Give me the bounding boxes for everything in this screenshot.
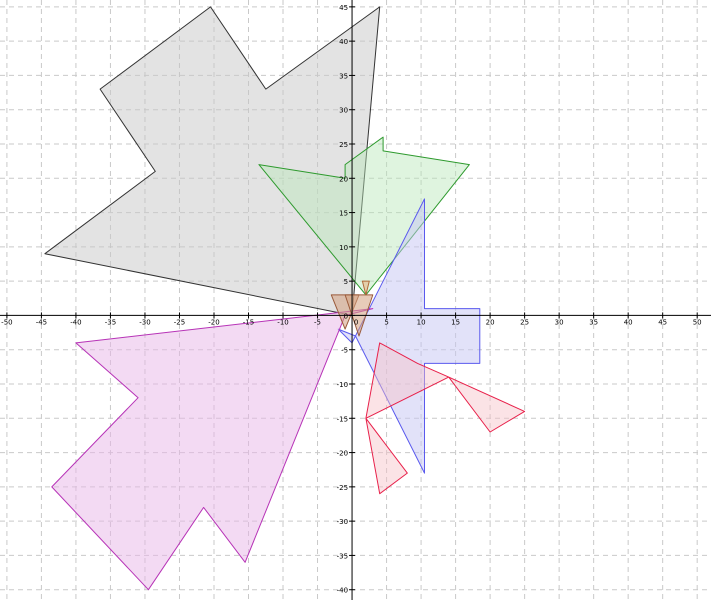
- y-tick-label: -25: [337, 484, 348, 492]
- x-tick-label: -30: [139, 318, 150, 326]
- x-tick-label: 30: [555, 318, 564, 326]
- y-tick-label: 25: [339, 141, 348, 149]
- polygon-blue-shape: [337, 198, 481, 474]
- y-tick-label: -30: [337, 518, 348, 526]
- y-tick-label: 15: [339, 210, 348, 218]
- x-tick-label: 35: [589, 318, 598, 326]
- polygon-gray-star: [44, 6, 381, 316]
- x-tick-label: -10: [277, 318, 288, 326]
- x-tick-label: -50: [1, 318, 12, 326]
- y-tick-label: 40: [339, 38, 348, 46]
- y-tick-label: -20: [337, 450, 348, 458]
- x-tick-label: -35: [105, 318, 116, 326]
- y-tick-label: 45: [339, 4, 348, 12]
- y-tick-label: -40: [337, 587, 348, 595]
- polygon-orange-marker: [361, 280, 370, 296]
- y-tick-label: 35: [339, 72, 348, 80]
- x-tick-label: -25: [174, 318, 185, 326]
- x-tick-label: -40: [70, 318, 81, 326]
- x-tick-label: -15: [243, 318, 254, 326]
- x-tick-label: 45: [658, 318, 667, 326]
- x-tick-label: -45: [36, 318, 47, 326]
- y-tick-label: -10: [337, 381, 348, 389]
- y-tick-label: -35: [337, 552, 348, 560]
- x-tick-label: 0: [354, 318, 358, 326]
- polygon-magenta-arrow: [51, 308, 374, 591]
- y-tick-label: -5: [341, 347, 348, 355]
- x-tick-label: -20: [208, 318, 219, 326]
- x-tick-label: -5: [314, 318, 321, 326]
- polygon-green-arrow: [258, 136, 470, 296]
- polygon-layer: [44, 6, 526, 591]
- y-tick-label: 10: [339, 244, 348, 252]
- x-tick-label: 25: [520, 318, 529, 326]
- y-tick-label: 20: [339, 175, 348, 183]
- polygon-red-shape: [365, 342, 526, 495]
- x-tick-label: 20: [486, 318, 495, 326]
- x-tick-label: 10: [417, 318, 426, 326]
- x-tick-label: 40: [624, 318, 633, 326]
- y-tick-label: 5: [344, 278, 348, 286]
- x-tick-label: 5: [384, 318, 388, 326]
- y-tick-label: -15: [337, 415, 348, 423]
- x-tick-label: 50: [693, 318, 702, 326]
- y-tick-label: 30: [339, 107, 348, 115]
- x-tick-label: 15: [451, 318, 460, 326]
- y-tick-label: 0: [344, 312, 348, 320]
